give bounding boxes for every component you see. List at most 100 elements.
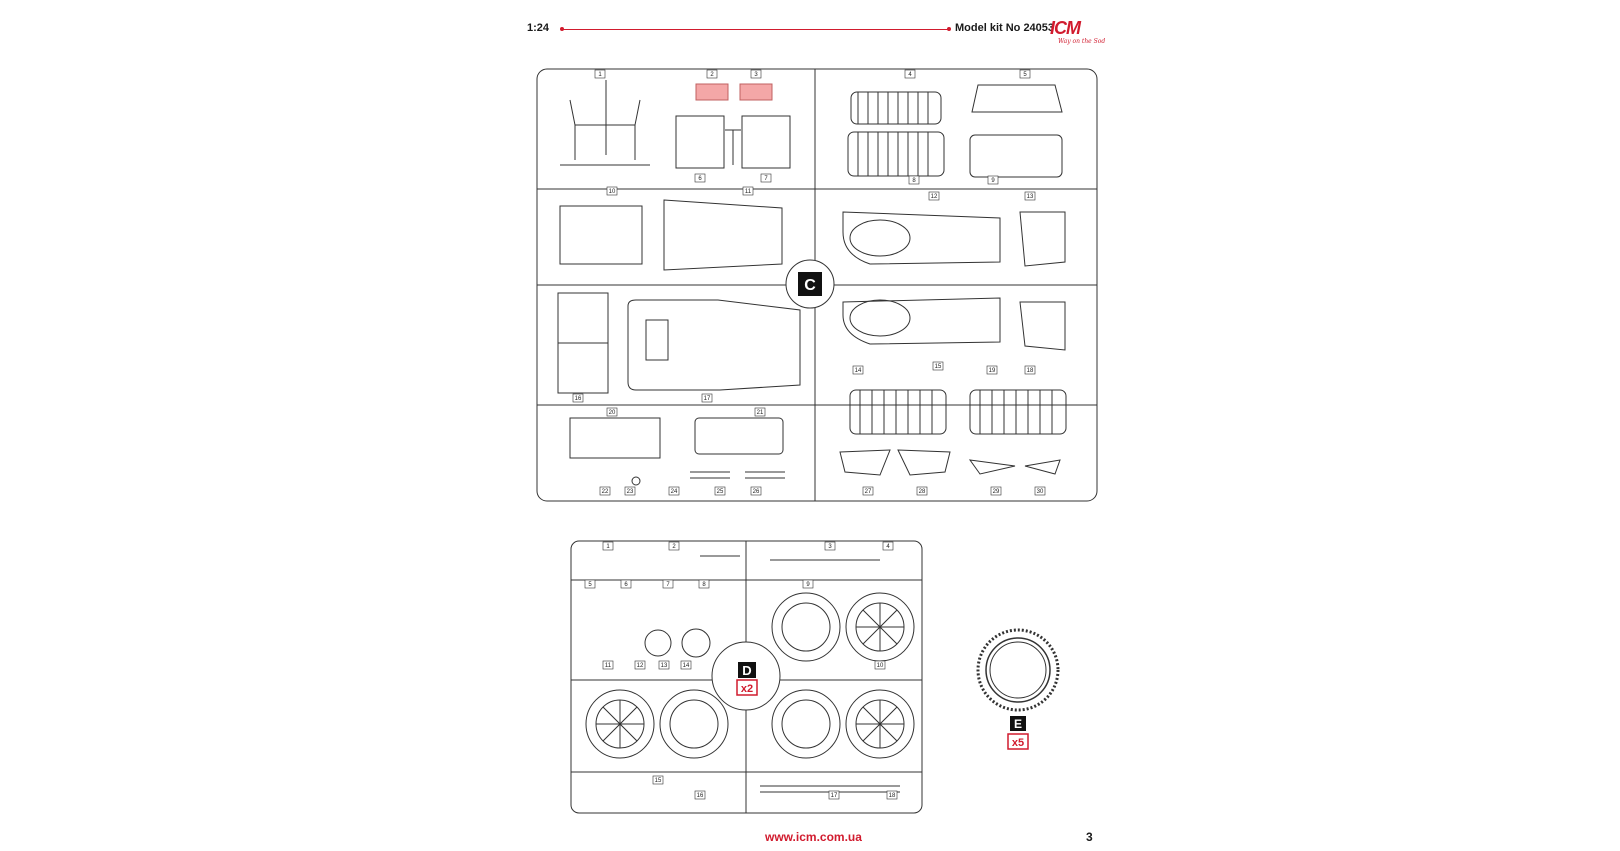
svg-text:9: 9 xyxy=(806,582,810,588)
svg-text:7: 7 xyxy=(764,176,768,182)
sprue-d-part-1: 1 xyxy=(602,541,614,551)
svg-text:7: 7 xyxy=(666,582,670,588)
sprue-c-part-25: 25 xyxy=(714,486,726,496)
svg-text:13: 13 xyxy=(661,663,668,669)
sprue-c-part-13: 13 xyxy=(1024,191,1036,201)
sprue-c-part-12: 12 xyxy=(928,191,940,201)
header-rule xyxy=(560,27,951,31)
footer-url[interactable]: www.icm.com.ua xyxy=(765,830,862,844)
svg-text:23: 23 xyxy=(627,489,634,495)
svg-text:3: 3 xyxy=(828,544,832,550)
sprue-d-letter: D xyxy=(742,663,751,678)
sprue-d-part-5: 5 xyxy=(584,579,596,589)
icm-logo: ICM Way on the Sod xyxy=(1050,16,1105,50)
svg-text:18: 18 xyxy=(889,793,896,799)
svg-text:6: 6 xyxy=(624,582,628,588)
svg-text:8: 8 xyxy=(702,582,706,588)
svg-text:2: 2 xyxy=(710,72,714,78)
sprue-d-quantity: x2 xyxy=(741,683,753,695)
svg-text:16: 16 xyxy=(575,396,582,402)
sprue-c-part-16: 16 xyxy=(572,393,584,403)
sprue-c-part-18: 18 xyxy=(1024,365,1036,375)
sprue-c-letter: C xyxy=(804,277,816,294)
svg-text:13: 13 xyxy=(1027,194,1034,200)
svg-text:12: 12 xyxy=(931,194,938,200)
svg-text:4: 4 xyxy=(886,544,890,550)
svg-text:17: 17 xyxy=(704,396,711,402)
svg-text:2: 2 xyxy=(672,544,676,550)
svg-text:20: 20 xyxy=(609,410,616,416)
sprue-c-part-14: 14 xyxy=(852,365,864,375)
sprue-d-part-3: 3 xyxy=(824,541,836,551)
sprue-c-part-20: 20 xyxy=(606,407,618,417)
sprue-d-part-12: 12 xyxy=(634,660,646,670)
svg-text:11: 11 xyxy=(745,189,752,195)
sprue-e-quantity: x5 xyxy=(1012,737,1024,749)
svg-text:19: 19 xyxy=(989,368,996,374)
svg-text:14: 14 xyxy=(855,368,862,374)
sprue-c-part-3: 3 xyxy=(750,69,762,79)
sprue-d-part-11: 11 xyxy=(602,660,614,670)
svg-text:5: 5 xyxy=(588,582,592,588)
svg-text:10: 10 xyxy=(877,663,884,669)
sprue-e-qty-box xyxy=(1007,733,1029,750)
svg-text:6: 6 xyxy=(698,176,702,182)
svg-text:15: 15 xyxy=(655,778,662,784)
sprue-c-part-24: 24 xyxy=(668,486,680,496)
sprue-c-part-7: 7 xyxy=(760,173,772,183)
svg-text:10: 10 xyxy=(609,189,616,195)
sprue-c-part-2: 2 xyxy=(706,69,718,79)
sprue-d-part-4: 4 xyxy=(882,541,894,551)
sprue-e-letter: E xyxy=(1014,717,1022,731)
svg-text:17: 17 xyxy=(831,793,838,799)
sprue-c-part-4: 4 xyxy=(904,69,916,79)
sprue-d-badge xyxy=(738,662,756,678)
svg-text:25: 25 xyxy=(717,489,724,495)
svg-text:21: 21 xyxy=(757,410,764,416)
sprue-c-part-21: 21 xyxy=(754,407,766,417)
sprue-d-part-2: 2 xyxy=(668,541,680,551)
sprue-d-part-14: 14 xyxy=(680,660,692,670)
svg-text:24: 24 xyxy=(671,489,678,495)
svg-text:15: 15 xyxy=(935,364,942,370)
svg-text:5: 5 xyxy=(1023,72,1027,78)
svg-text:9: 9 xyxy=(991,178,995,184)
tyre-outer xyxy=(976,628,1060,712)
sprue-c-part-30: 30 xyxy=(1034,486,1046,496)
logo-tagline: Way on the Sod xyxy=(1058,38,1106,45)
sprue-c-part-23: 23 xyxy=(624,486,636,496)
svg-text:11: 11 xyxy=(605,663,612,669)
svg-text:26: 26 xyxy=(753,489,760,495)
svg-text:18: 18 xyxy=(1027,368,1034,374)
sprue-d-part-10: 10 xyxy=(874,660,886,670)
part-2-highlight xyxy=(695,83,729,101)
sprue-c-part-27: 27 xyxy=(862,486,874,496)
svg-text:16: 16 xyxy=(697,793,704,799)
sprue-d-part-16: 16 xyxy=(694,790,706,800)
sprue-c-part-9: 9 xyxy=(987,175,999,185)
svg-text:3: 3 xyxy=(754,72,758,78)
sprue-c-part-28: 28 xyxy=(916,486,928,496)
sprue-d-part-6: 6 xyxy=(620,579,632,589)
page-number: 3 xyxy=(1086,830,1093,844)
logo-text: ICM xyxy=(1050,18,1081,38)
sprue-c-part-29: 29 xyxy=(990,486,1002,496)
svg-text:22: 22 xyxy=(602,489,609,495)
svg-text:30: 30 xyxy=(1037,489,1044,495)
sprue-d-qty-box xyxy=(736,679,758,696)
svg-text:4: 4 xyxy=(908,72,912,78)
sprue-d-part-9: 9 xyxy=(802,579,814,589)
sprue-c-part-22: 22 xyxy=(599,486,611,496)
sprue-c-badge xyxy=(798,272,822,296)
svg-text:8: 8 xyxy=(912,178,916,184)
sprue-c-part-5: 5 xyxy=(1019,69,1031,79)
sprue-c-part-26: 26 xyxy=(750,486,762,496)
svg-text:29: 29 xyxy=(993,489,1000,495)
model-kit-number: Model kit No 24053 xyxy=(955,22,1055,34)
svg-text:12: 12 xyxy=(637,663,644,669)
svg-text:1: 1 xyxy=(606,544,610,550)
sprue-d-part-8: 8 xyxy=(698,579,710,589)
sprue-c-part-17: 17 xyxy=(701,393,713,403)
sprue-c-part-8: 8 xyxy=(908,175,920,185)
